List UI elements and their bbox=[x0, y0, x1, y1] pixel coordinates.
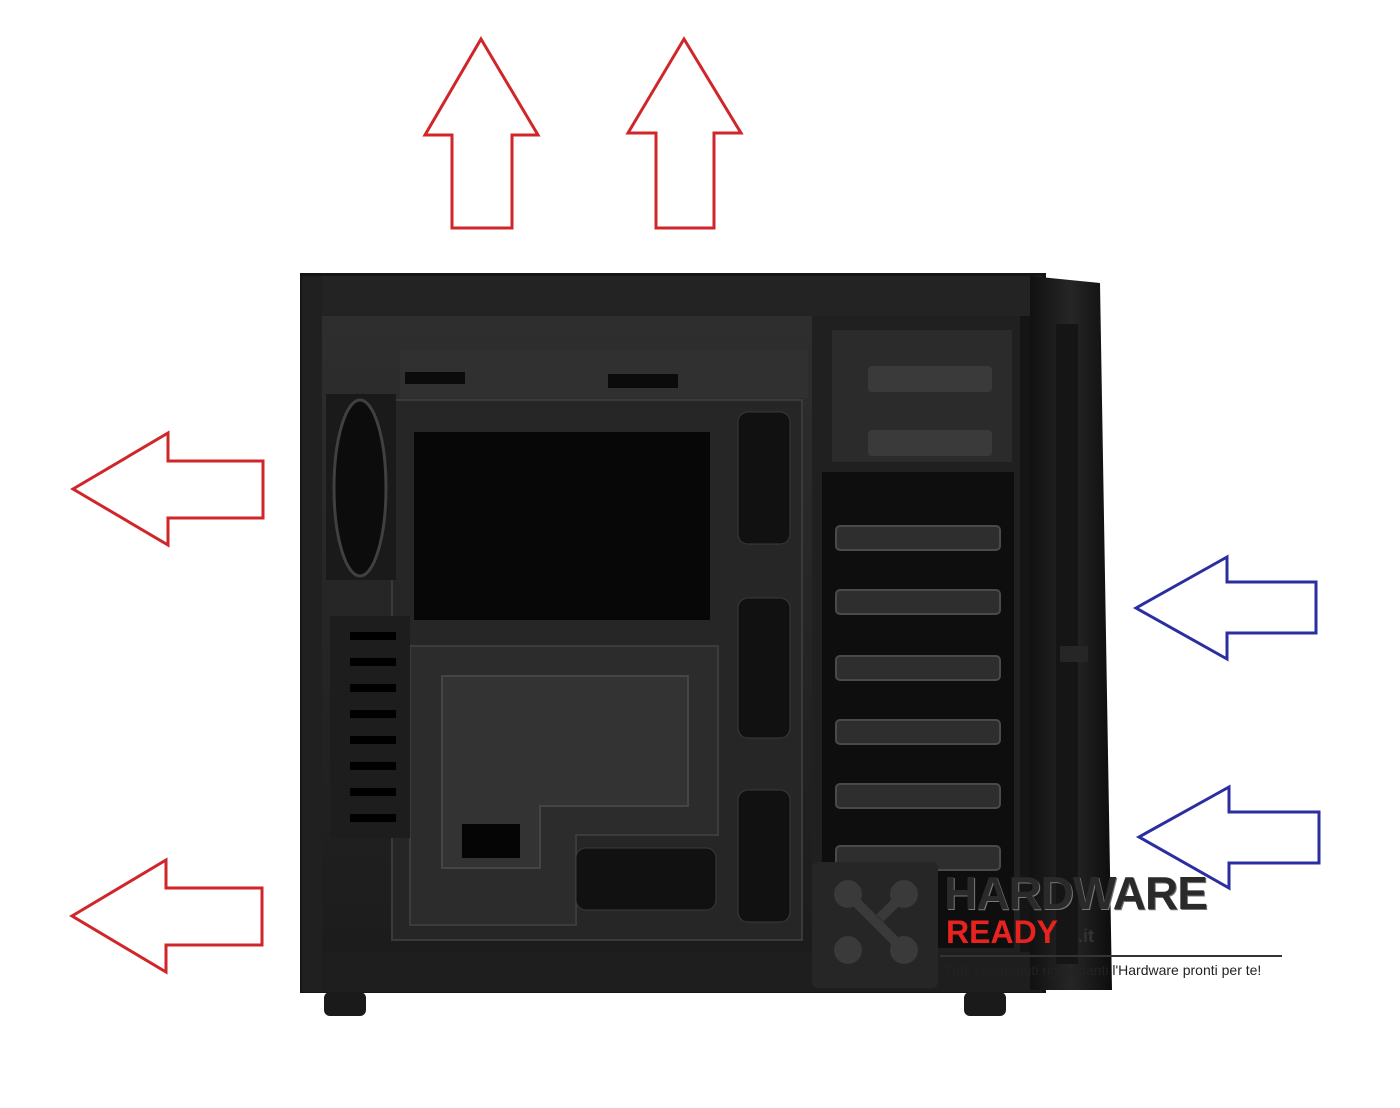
exhaust-arrows bbox=[69, 36, 744, 975]
pc-case bbox=[300, 273, 1112, 1016]
watermark-brand-top: HARDWARE bbox=[944, 867, 1208, 919]
exhaust-arrow-up-1 bbox=[422, 36, 541, 230]
intake-arrow-left-1 bbox=[1132, 554, 1318, 662]
hardware-ready-logo-mark bbox=[812, 862, 938, 988]
exhaust-arrow-up-2 bbox=[625, 36, 744, 230]
intake-arrows bbox=[1132, 554, 1321, 891]
watermark-tagline: Tutti i contenuti riguardanti l'Hardware… bbox=[944, 962, 1262, 978]
watermark-divider bbox=[940, 955, 1282, 957]
watermark-tld: .it bbox=[1078, 926, 1094, 946]
exhaust-arrow-left-1 bbox=[70, 430, 265, 548]
watermark-brand-bottom: READY bbox=[946, 914, 1059, 950]
intake-arrow-left-2 bbox=[1135, 784, 1321, 891]
exhaust-arrow-left-2 bbox=[69, 857, 264, 975]
